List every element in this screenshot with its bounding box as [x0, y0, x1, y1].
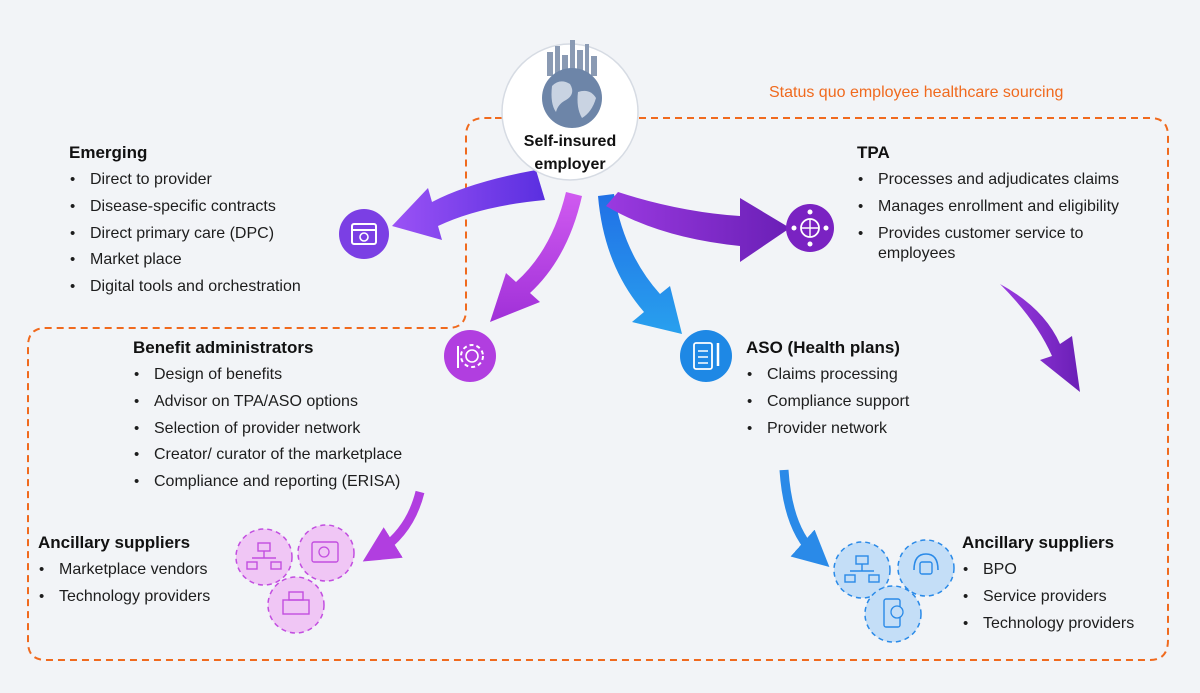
emerging-title: Emerging — [69, 143, 148, 162]
list-item: Provides customer service to employees — [857, 224, 1128, 264]
ancillary-right-title: Ancillary suppliers — [962, 533, 1115, 552]
list-item: Processes and adjudicates claims — [857, 170, 1157, 190]
gear-dollar-icon — [444, 330, 496, 382]
mobile-payment-icon — [864, 585, 922, 643]
tpa-block: TPA Processes and adjudicates claims Man… — [857, 143, 1157, 270]
list-item: Claims processing — [746, 365, 966, 385]
benefit-admin-block: Benefit administrators Design of benefit… — [133, 338, 453, 499]
ancillary-left-title: Ancillary suppliers — [38, 533, 191, 552]
list-item: Advisor on TPA/ASO options — [133, 392, 453, 412]
center-line1: Self-insured — [523, 133, 617, 150]
list-item: Compliance support — [746, 392, 966, 412]
arrow-tpa-down — [1000, 284, 1080, 392]
globe-city-icon — [501, 40, 639, 181]
list-item: Creator/ curator of the marketplace — [133, 445, 453, 465]
arrow-benefit-to-ancillary — [362, 490, 425, 562]
list-item: Technology providers — [38, 587, 238, 607]
emerging-list: Direct to provider Disease-specific cont… — [69, 170, 359, 297]
tpa-list: Processes and adjudicates claims Manages… — [857, 170, 1157, 264]
list-item: Provider network — [746, 419, 966, 439]
list-item: Digital tools and orchestration — [69, 277, 359, 297]
center-line2: employer — [534, 156, 606, 173]
ancillary-right-list: BPO Service providers Technology provide… — [962, 560, 1172, 634]
list-item: Market place — [69, 250, 359, 270]
arrow-to-emerging — [392, 170, 545, 240]
list-item: BPO — [962, 560, 1172, 580]
list-item: Direct primary care (DPC) — [69, 224, 359, 244]
aso-list: Claims processing Compliance support Pro… — [746, 365, 966, 439]
status-quo-boundary — [27, 117, 1169, 661]
list-item: Direct to provider — [69, 170, 359, 190]
ancillary-left-list: Marketplace vendors Technology providers — [38, 560, 238, 607]
storage-boxes-icon — [267, 576, 325, 634]
list-item: Selection of provider network — [133, 419, 453, 439]
aso-title: ASO (Health plans) — [746, 338, 900, 357]
arrow-to-benefit-admin — [490, 192, 582, 322]
headset-icon — [897, 539, 955, 597]
list-item: Compliance and reporting (ERISA) — [133, 472, 453, 492]
tpa-title: TPA — [857, 143, 890, 162]
benefit-admin-title: Benefit administrators — [133, 338, 314, 357]
benefit-admin-list: Design of benefits Advisor on TPA/ASO op… — [133, 365, 453, 492]
marketplace-screen-icon — [297, 524, 355, 582]
emerging-block: Emerging Direct to provider Disease-spec… — [69, 143, 359, 304]
list-item: Service providers — [962, 587, 1172, 607]
list-item: Marketplace vendors — [38, 560, 238, 580]
gear-box-icon — [339, 209, 389, 259]
list-item: Disease-specific contracts — [69, 197, 359, 217]
ancillary-left-block: Ancillary suppliers Marketplace vendors … — [38, 533, 238, 614]
aso-block: ASO (Health plans) Claims processing Com… — [746, 338, 966, 445]
center-node-label: Self-insured employer — [514, 130, 626, 176]
arrow-to-tpa — [606, 192, 790, 262]
network-globe-icon — [786, 204, 834, 252]
network-icon — [833, 541, 891, 599]
network-icon — [235, 528, 293, 586]
arrow-aso-to-ancillary — [779, 469, 830, 567]
list-item: Design of benefits — [133, 365, 453, 385]
ancillary-right-block: Ancillary suppliers BPO Service provider… — [962, 533, 1172, 640]
status-quo-label: Status quo employee healthcare sourcing — [769, 84, 1064, 101]
arrow-to-aso — [598, 194, 682, 334]
list-item: Manages enrollment and eligibility — [857, 197, 1157, 217]
clipboard-pen-icon — [680, 330, 732, 382]
list-item: Technology providers — [962, 614, 1172, 634]
